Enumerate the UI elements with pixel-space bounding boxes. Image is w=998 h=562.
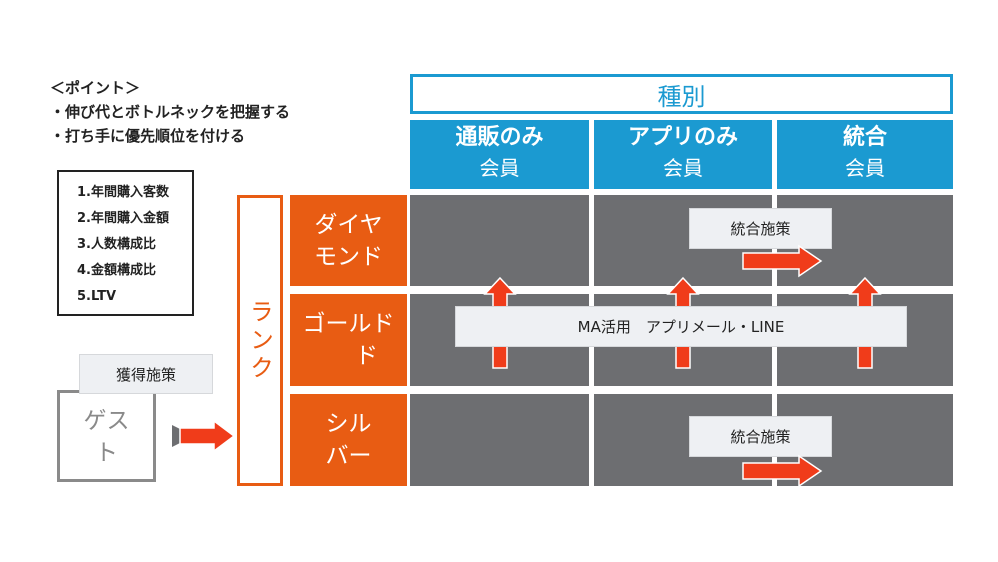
row-header-diamond: ダイヤ モンド	[290, 195, 407, 286]
guest-label-line: ト	[95, 440, 118, 466]
column-title: 統合	[842, 125, 887, 150]
row-label-line: シル	[325, 411, 372, 437]
kpi-item: 5.LTV	[77, 289, 117, 304]
rank-label: ランク	[237, 195, 283, 486]
column-title: アプリのみ	[627, 125, 738, 150]
row-label-line: ド	[355, 343, 378, 369]
column-subtitle: 会員	[479, 156, 520, 180]
integrated-measure-box: 統合施策	[689, 208, 832, 249]
ma-measure-box: MA活用 アプリメール・LINE	[455, 306, 907, 347]
kpi-item: 4.金額構成比	[77, 263, 156, 278]
grid-cell	[410, 394, 589, 486]
point-item: ・伸び代とボトルネックを把握する	[50, 103, 291, 121]
row-header-gold: ゴールド ド	[290, 294, 407, 386]
column-title: 通販のみ	[455, 125, 544, 150]
points-block: ＜ポイント＞ ・伸び代とボトルネックを把握する ・打ち手に優先順位を付ける	[50, 76, 290, 148]
row-label-line: ダイヤ	[314, 211, 383, 238]
right-arrow-icon	[179, 419, 236, 453]
point-item: ・打ち手に優先順位を付ける	[50, 127, 246, 145]
guest-box: ゲス ト	[57, 390, 156, 482]
row-label-line: バー	[325, 443, 372, 469]
kpi-list-box: 1.年間購入客数 2.年間購入金額 3.人数構成比 4.金額構成比 5.LTV	[57, 170, 194, 316]
right-arrow-icon	[742, 244, 823, 278]
kpi-item: 1.年間購入客数	[77, 185, 169, 200]
grid-cell	[410, 195, 589, 286]
category-header: 種別	[410, 74, 953, 114]
column-subtitle: 会員	[663, 156, 703, 180]
column-header-app: アプリのみ 会員	[594, 120, 772, 189]
points-heading: ＜ポイント＞	[50, 79, 141, 97]
row-header-silver: シル バー	[290, 394, 407, 486]
row-label-line: ゴールド	[302, 311, 395, 337]
kpi-item: 3.人数構成比	[77, 237, 156, 252]
column-header-integrated: 統合 会員	[777, 120, 953, 189]
acquisition-measure-box: 獲得施策	[79, 354, 213, 394]
integrated-measure-box: 統合施策	[689, 416, 832, 457]
row-label-line: モンド	[314, 243, 383, 270]
column-subtitle: 会員	[845, 156, 885, 180]
column-header-mailorder: 通販のみ 会員	[410, 120, 589, 189]
kpi-item: 2.年間購入金額	[77, 211, 169, 226]
guest-label-line: ゲス	[83, 408, 130, 434]
right-arrow-icon	[742, 454, 823, 488]
